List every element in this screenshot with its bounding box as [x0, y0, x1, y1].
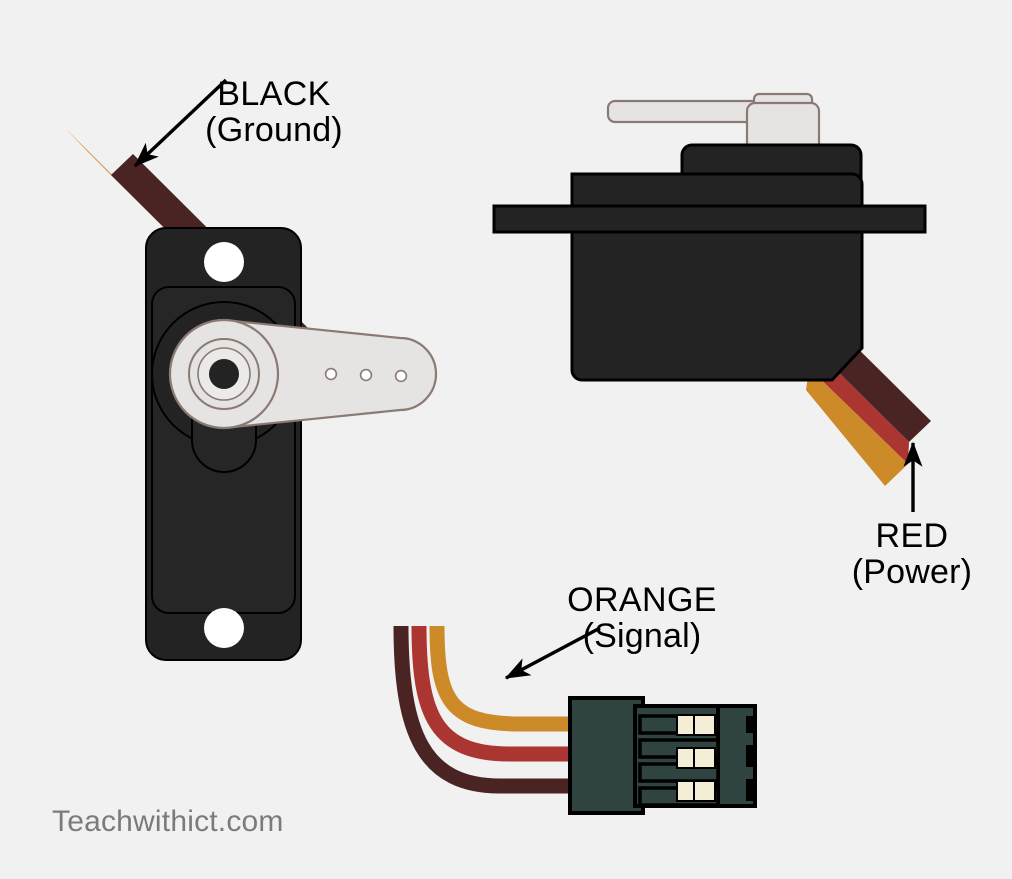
lead-wire-black — [393, 625, 586, 794]
horn-output-shaft — [209, 359, 239, 389]
label-orange: ORANGE (Signal) — [500, 582, 784, 654]
label-orange-name: ORANGE — [567, 581, 717, 619]
connector-pin-2 — [676, 747, 716, 769]
orange-label-arrow — [504, 626, 601, 680]
lead-wire-orange — [429, 625, 586, 732]
connector-notch-1 — [746, 716, 757, 733]
connector-pin-1 — [676, 714, 716, 736]
label-black: BLACK (Ground) — [129, 76, 419, 148]
servo-horn-front — [168, 318, 438, 430]
servo-front-view — [65, 128, 438, 661]
connector-housing-rear — [568, 696, 645, 815]
label-red-role: (Power) — [851, 553, 973, 592]
wire-orange — [806, 368, 908, 486]
connector-notch-3 — [746, 779, 757, 801]
horn-screw-hole-1 — [324, 367, 338, 381]
label-red: RED (Power) — [812, 518, 1012, 590]
horn-screw-hole-2 — [359, 368, 373, 382]
horn-screw-hole-3 — [394, 369, 408, 383]
label-red-name: RED — [875, 517, 949, 555]
watermark: Teachwithict.com — [52, 805, 284, 838]
black-label-arrow — [133, 78, 228, 168]
connector-pin-3 — [676, 780, 716, 802]
side-mounting-flange — [492, 204, 927, 234]
servo-connector-assembly — [393, 625, 757, 815]
label-orange-role: (Signal) — [582, 617, 702, 656]
label-black-role: (Ground) — [205, 111, 343, 150]
servo-side-view — [492, 92, 931, 486]
label-black-name: BLACK — [217, 75, 331, 113]
servo-horn-side — [606, 92, 821, 155]
front-bottom-mounting-hole — [204, 608, 244, 648]
front-top-mounting-hole — [204, 242, 244, 282]
lead-wire-red — [411, 625, 586, 762]
connector-notch-2 — [746, 745, 757, 767]
